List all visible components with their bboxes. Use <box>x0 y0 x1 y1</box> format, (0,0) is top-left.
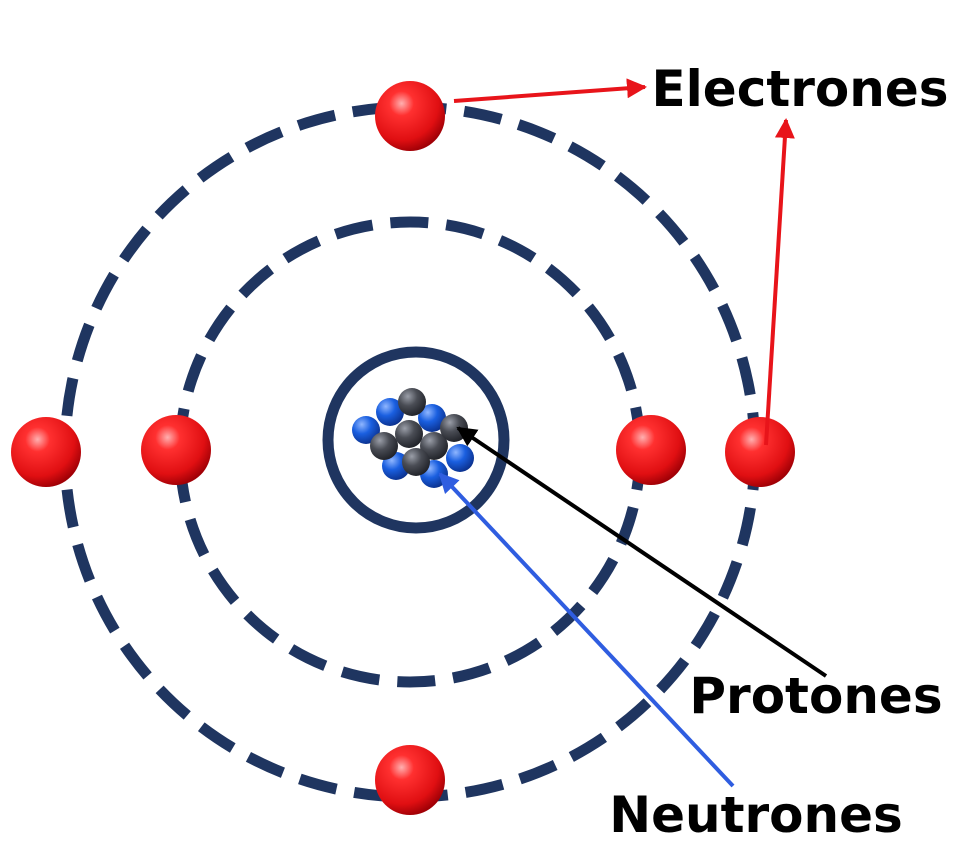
electron-arrow-top <box>453 78 647 103</box>
proton <box>402 448 430 476</box>
electrons <box>11 81 795 815</box>
neutron-arrow <box>438 472 735 788</box>
proton-arrow <box>456 426 828 678</box>
arrows <box>438 78 828 788</box>
electron-outer-right <box>725 417 795 487</box>
protons-label: Protones <box>689 667 942 725</box>
proton <box>395 420 423 448</box>
electron-outer-left <box>11 417 81 487</box>
nucleus-ring <box>322 346 510 534</box>
electron-inner-left <box>141 415 211 485</box>
electrons-label: Electrones <box>651 60 948 118</box>
nucleus <box>352 388 474 488</box>
neutron <box>446 444 474 472</box>
proton <box>420 432 448 460</box>
proton <box>398 388 426 416</box>
labels: Electrones Protones Neutrones <box>609 60 948 844</box>
neutron <box>376 398 404 426</box>
proton <box>370 432 398 460</box>
electron-bottom <box>375 745 445 815</box>
proton <box>440 414 468 442</box>
electron-top <box>375 81 445 151</box>
neutron <box>418 404 446 432</box>
neutrons-label: Neutrones <box>609 786 903 844</box>
electron-inner-right <box>616 415 686 485</box>
electron-arrow-right <box>764 118 795 446</box>
neutron <box>352 416 380 444</box>
